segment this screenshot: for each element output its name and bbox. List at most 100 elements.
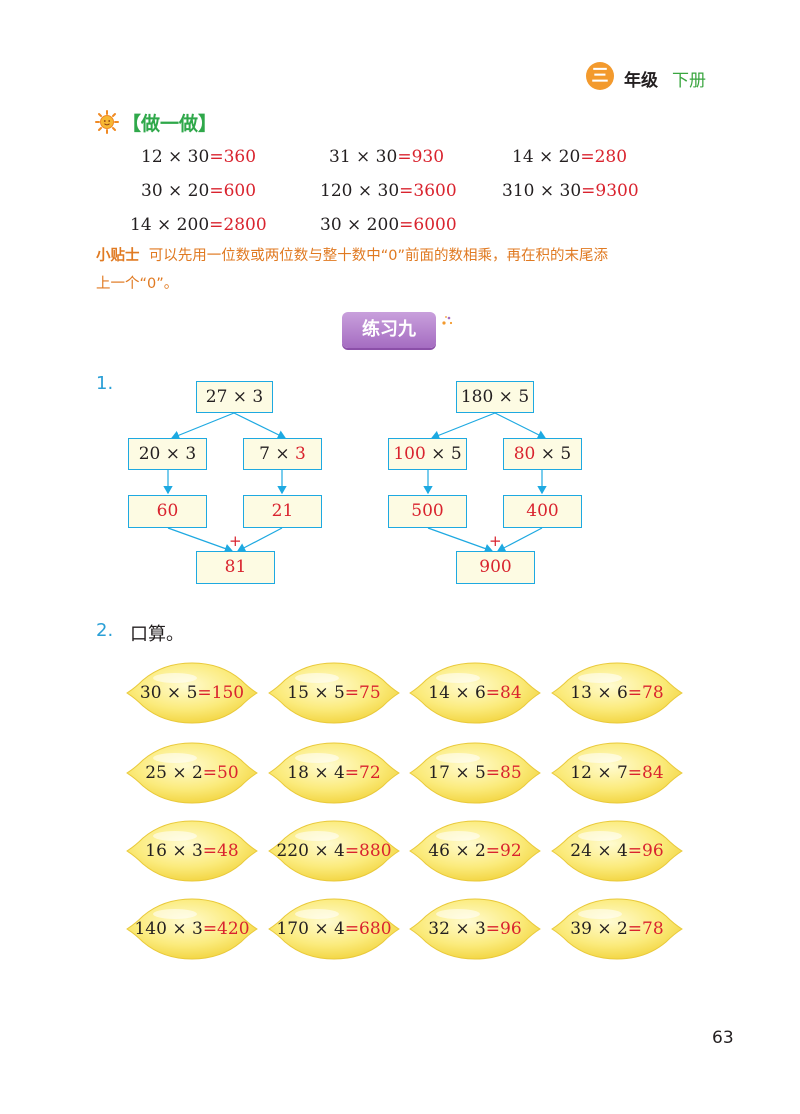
expression: 30 × 20 [141, 181, 210, 201]
expression: 12 × 30 [141, 147, 210, 167]
doit-item: 14 × 200=2800 [130, 215, 267, 235]
lemon-card: 24 × 4=96 [548, 816, 686, 886]
lemon-expression-line: 13 × 6=78 [548, 658, 686, 728]
lemon-icon [268, 662, 400, 724]
expression: 12 × 7 [570, 763, 628, 783]
lemon-card: 13 × 6=78 [548, 658, 686, 728]
lemon-icon [126, 898, 258, 960]
tip-line-2: 上一个“0”。 [96, 276, 179, 292]
answer: =48 [202, 841, 239, 861]
answer: =78 [627, 919, 664, 939]
tip-text: 可以先用一位数或两位数与整十数中“0”前面的数相乘，再在积的末尾添 [148, 248, 608, 264]
lemon-expression-line: 32 × 3=96 [406, 894, 544, 964]
question-2-label: 口算。 [130, 624, 184, 645]
split-part-answer: 100 [393, 444, 426, 464]
doit-item: 310 × 30=9300 [502, 181, 639, 201]
flow-box-top: 27 × 3 [196, 381, 273, 413]
page-number: 63 [712, 1028, 734, 1048]
answer: =9300 [581, 181, 639, 201]
expression: 14 × 20 [512, 147, 581, 167]
lemon-card: 140 × 3=420 [123, 894, 261, 964]
expression: 170 × 4 [276, 919, 345, 939]
lemon-card: 12 × 7=84 [548, 738, 686, 808]
answer: =96 [485, 919, 522, 939]
answer: =84 [627, 763, 664, 783]
sun-icon [95, 110, 119, 134]
lemon-expression-line: 140 × 3=420 [123, 894, 261, 964]
lemon-card: 17 × 5=85 [406, 738, 544, 808]
expression: 46 × 2 [428, 841, 486, 861]
answer: =75 [344, 683, 381, 703]
lemon-card: 15 × 5=75 [265, 658, 403, 728]
answer: =92 [485, 841, 522, 861]
flow-box-split-right: 80 × 5 [503, 438, 582, 470]
expression: 16 × 3 [145, 841, 203, 861]
answer: =72 [344, 763, 381, 783]
answer: =360 [209, 147, 257, 167]
split-part: 7 × [259, 444, 296, 464]
answer: =78 [627, 683, 664, 703]
lemon-icon [268, 898, 400, 960]
lemon-icon [126, 820, 258, 882]
expression: 140 × 3 [134, 919, 203, 939]
answer: =150 [197, 683, 245, 703]
lemon-card: 16 × 3=48 [123, 816, 261, 886]
lemon-expression-line: 14 × 6=84 [406, 658, 544, 728]
lemon-icon [551, 742, 683, 804]
answer: =6000 [399, 215, 457, 235]
lemon-icon [126, 662, 258, 724]
lemon-expression-line: 39 × 2=78 [548, 894, 686, 964]
lemon-card: 32 × 3=96 [406, 894, 544, 964]
flow-box-top: 180 × 5 [456, 381, 534, 413]
lemon-icon [268, 820, 400, 882]
lemon-card: 14 × 6=84 [406, 658, 544, 728]
expression: 310 × 30 [502, 181, 582, 201]
lemon-icon [551, 820, 683, 882]
split-part: × 5 [425, 444, 462, 464]
expression: 31 × 30 [329, 147, 398, 167]
flow-box-result-right: 400 [503, 495, 582, 528]
expression: 17 × 5 [428, 763, 486, 783]
expression: 14 × 6 [428, 683, 486, 703]
expression: 120 × 30 [320, 181, 400, 201]
flow-box-result-left: 500 [388, 495, 467, 528]
answer: =420 [202, 919, 250, 939]
plus-sign: + [229, 532, 242, 550]
answer: =3600 [399, 181, 457, 201]
split-part: × 3 [160, 444, 197, 464]
lemon-icon [409, 820, 541, 882]
doit-item: 31 × 30=930 [329, 147, 444, 167]
answer: =680 [344, 919, 392, 939]
doit-item: 30 × 200=6000 [320, 215, 457, 235]
lemon-icon [551, 662, 683, 724]
lemon-icon [268, 742, 400, 804]
tip-label: 小贴士 [96, 248, 140, 264]
plus-sign: + [489, 532, 502, 550]
lemon-card: 39 × 2=78 [548, 894, 686, 964]
question-2-number: 2. [96, 620, 114, 641]
flow-box-split-right: 7 × 3 [243, 438, 322, 470]
expression: 14 × 200 [130, 215, 210, 235]
lemon-expression-line: 220 × 4=880 [265, 816, 403, 886]
lemon-card: 170 × 4=680 [265, 894, 403, 964]
doit-item: 30 × 20=600 [141, 181, 256, 201]
doit-item: 12 × 30=360 [141, 147, 256, 167]
flow-box-split-left: 100 × 5 [388, 438, 467, 470]
expression: 30 × 5 [139, 683, 198, 703]
lemon-card: 18 × 4=72 [265, 738, 403, 808]
flow-box-sum: 81 [196, 551, 275, 584]
lemon-card: 46 × 2=92 [406, 816, 544, 886]
split-part-answer: 80 [513, 444, 536, 464]
volume-text: 下册 [672, 71, 706, 91]
expression: 18 × 4 [287, 763, 345, 783]
split-part: 20 [138, 444, 161, 464]
answer: =2800 [209, 215, 267, 235]
flow-box-result-right: 21 [243, 495, 322, 528]
lemon-expression-line: 18 × 4=72 [265, 738, 403, 808]
lemon-expression-line: 30 × 5=150 [123, 658, 261, 728]
answer: =96 [627, 841, 664, 861]
question-1-number: 1. [96, 373, 114, 394]
expression: 220 × 4 [276, 841, 345, 861]
lemon-expression-line: 15 × 5=75 [265, 658, 403, 728]
